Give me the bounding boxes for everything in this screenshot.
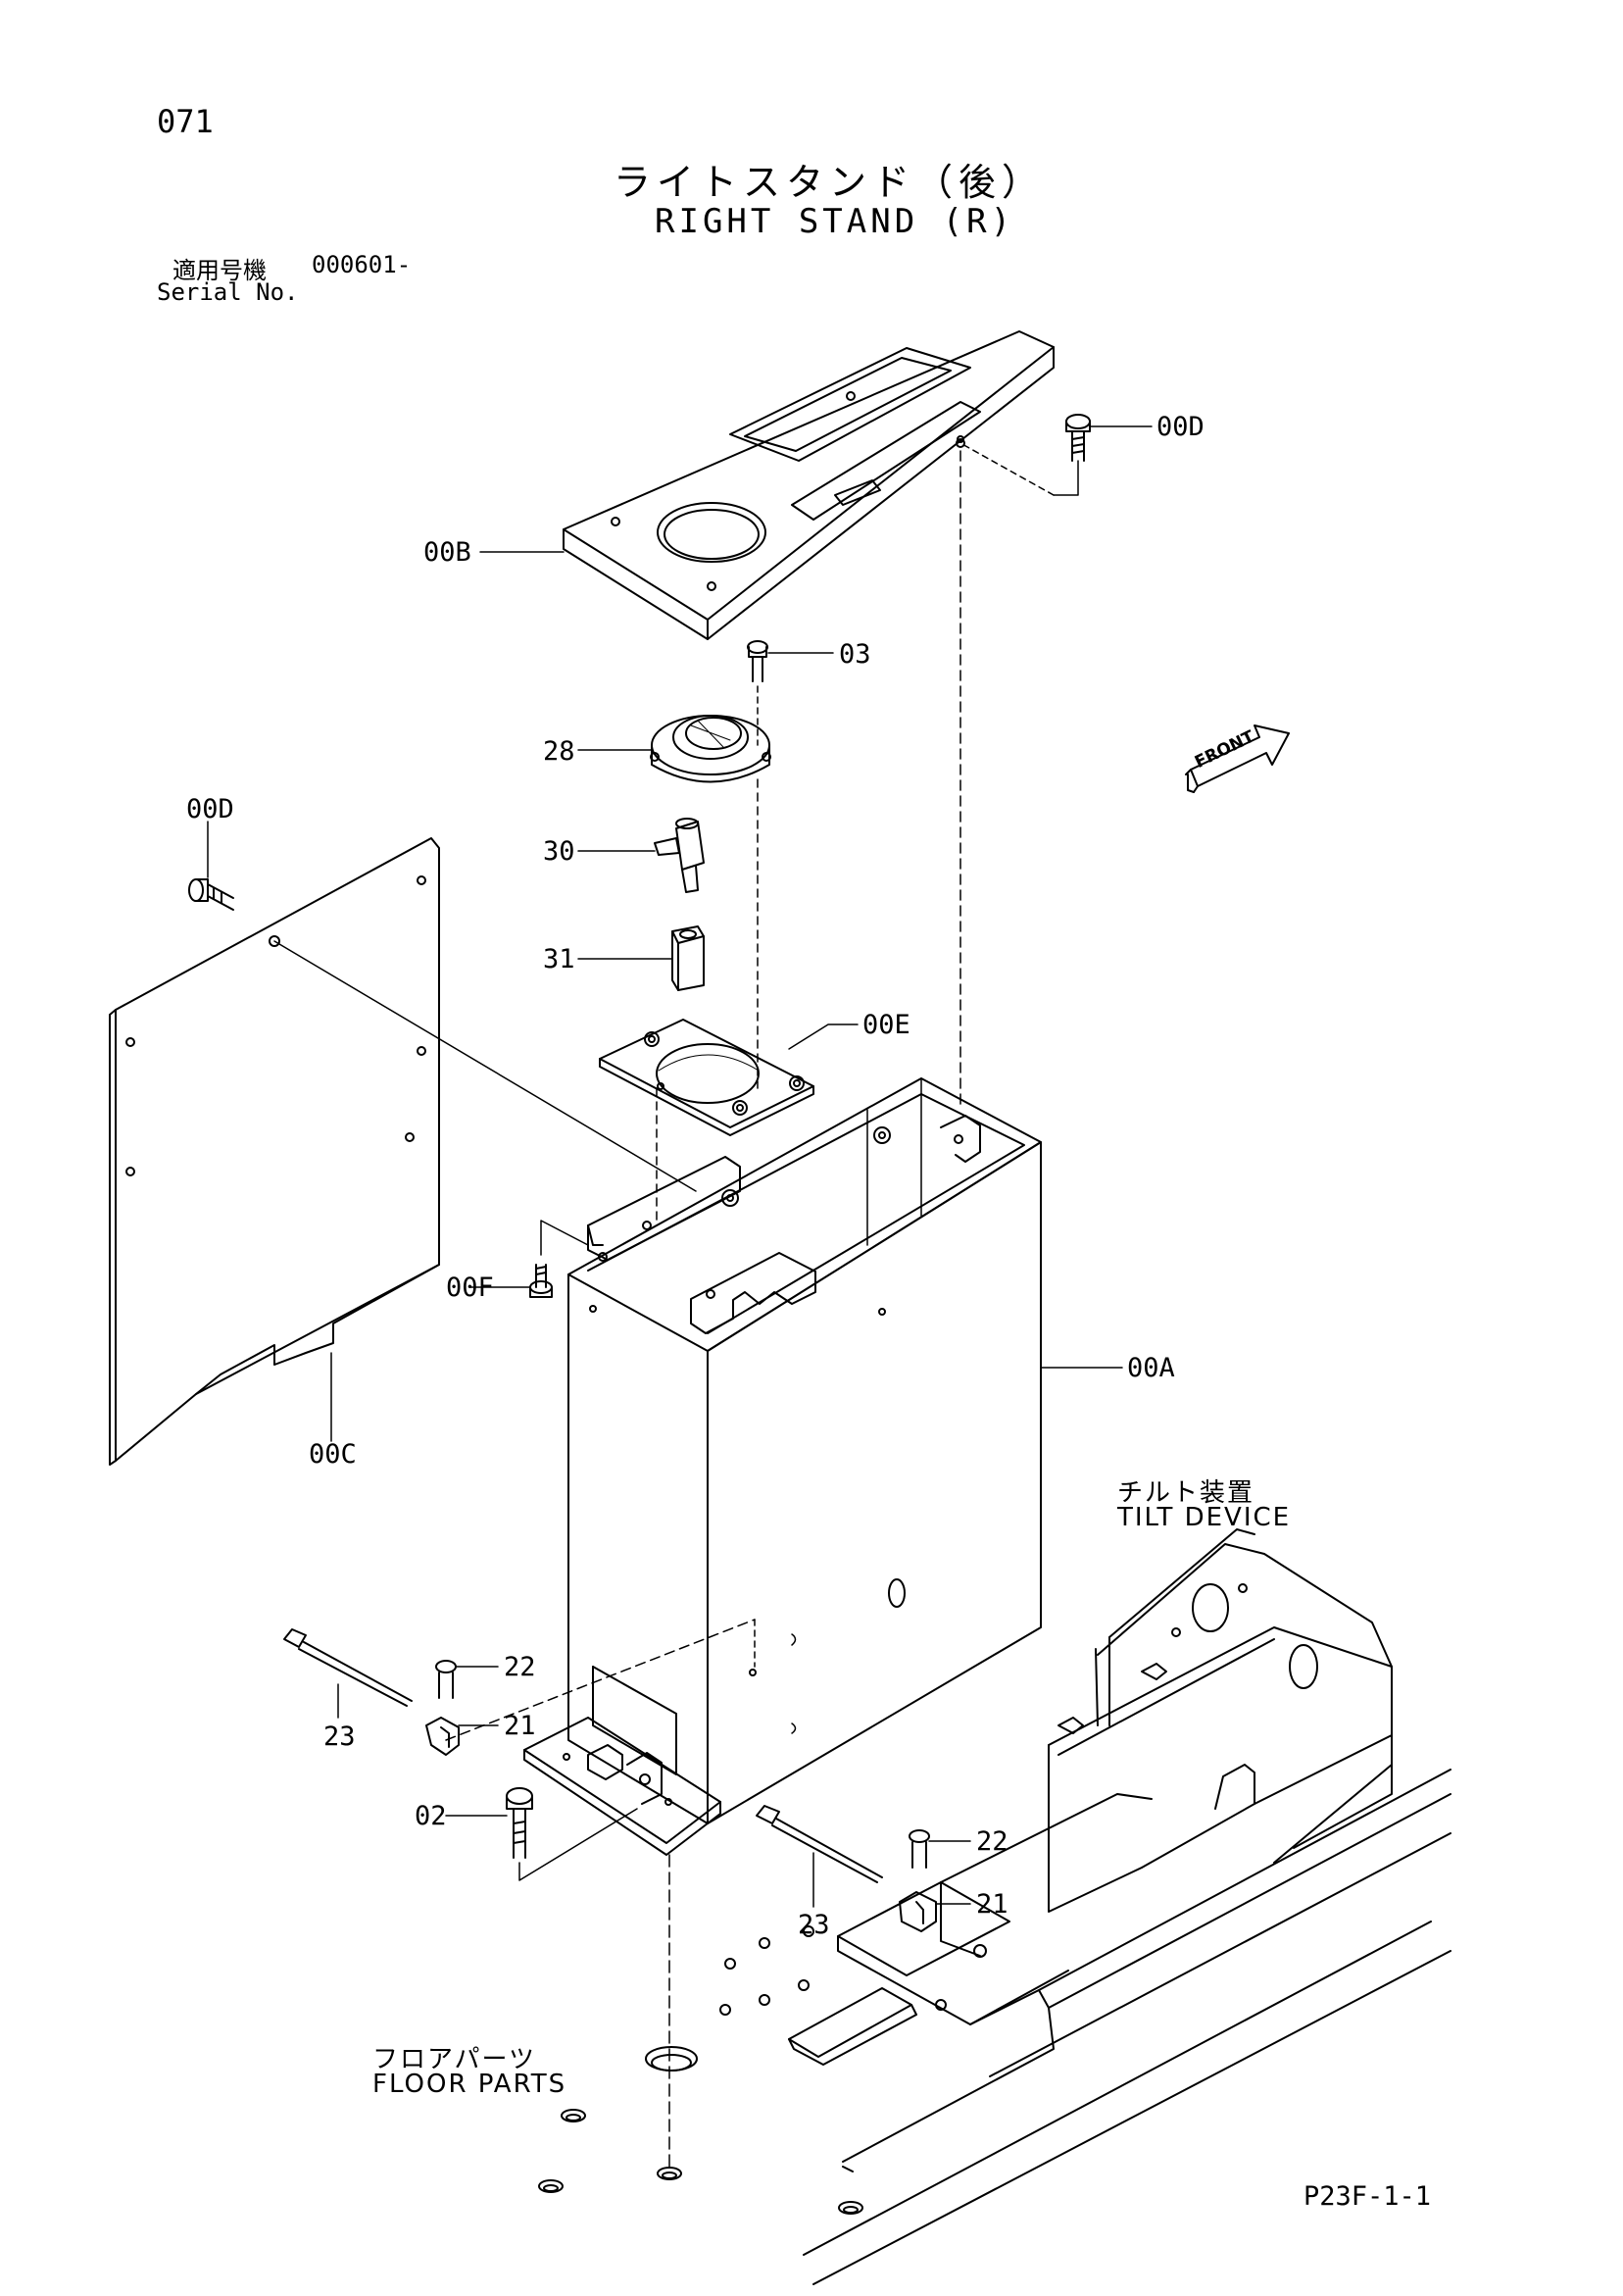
serial-label-en: Serial No.	[157, 278, 299, 306]
callout-02: 02	[415, 1801, 447, 1831]
callout-00F: 00F	[446, 1273, 494, 1303]
bolt-03	[748, 641, 833, 745]
callout-30: 30	[543, 836, 575, 867]
callout-03: 03	[839, 639, 871, 670]
title-japanese: ライトスタンド（後）	[614, 161, 1046, 204]
gauge-28	[578, 716, 770, 782]
callout-28: 28	[543, 736, 575, 767]
callout-21-left: 21	[504, 1711, 536, 1741]
caption-tilt-device-en: TILT DEVICE	[1117, 1503, 1292, 1532]
side-cover-00C	[110, 838, 439, 1465]
callout-00E: 00E	[862, 1010, 910, 1040]
front-arrow-icon	[1186, 725, 1289, 792]
stand-box-00A	[568, 1078, 1122, 1823]
bolt-00D-left	[189, 822, 233, 910]
bolt-00D-top	[960, 415, 1152, 495]
floor-parts	[539, 1770, 1451, 2284]
cover-plate-00B	[564, 331, 1054, 639]
nut-31	[578, 926, 704, 990]
caption-floor-parts-jp: フロアパーツ	[372, 2045, 536, 2074]
tilt-device	[941, 1529, 1392, 1956]
bolt-00F	[470, 1221, 588, 1297]
serial-label-jp: 適用号機	[172, 257, 267, 284]
callout-22-right: 22	[976, 1826, 1008, 1857]
callout-00D-top: 00D	[1156, 412, 1205, 442]
clamp-group-left	[284, 1629, 498, 1755]
callout-31: 31	[543, 944, 575, 974]
drawing-code: P23F-1-1	[1303, 2181, 1432, 2212]
callout-23-right: 23	[798, 1910, 830, 1940]
callout-00A: 00A	[1127, 1353, 1175, 1383]
callout-22-left: 22	[504, 1652, 536, 1682]
fitting-30	[578, 819, 704, 892]
title-english: RIGHT STAND (R)	[655, 202, 1015, 241]
plate-00E	[600, 1020, 858, 1135]
callout-23-left: 23	[323, 1722, 356, 1752]
callout-00D-left: 00D	[186, 794, 234, 824]
callout-00B: 00B	[423, 537, 471, 568]
serial-value: 000601-	[312, 251, 412, 278]
caption-floor-parts-en: FLOOR PARTS	[372, 2070, 567, 2099]
bolt-02	[446, 1788, 637, 1880]
base-plate	[446, 1620, 796, 1855]
callout-00C: 00C	[309, 1439, 357, 1470]
clamp-group-right	[757, 1806, 970, 1931]
page-number: 071	[157, 103, 214, 140]
caption-tilt-device-jp: チルト装置	[1117, 1478, 1255, 1508]
callout-21-right: 21	[976, 1889, 1008, 1920]
